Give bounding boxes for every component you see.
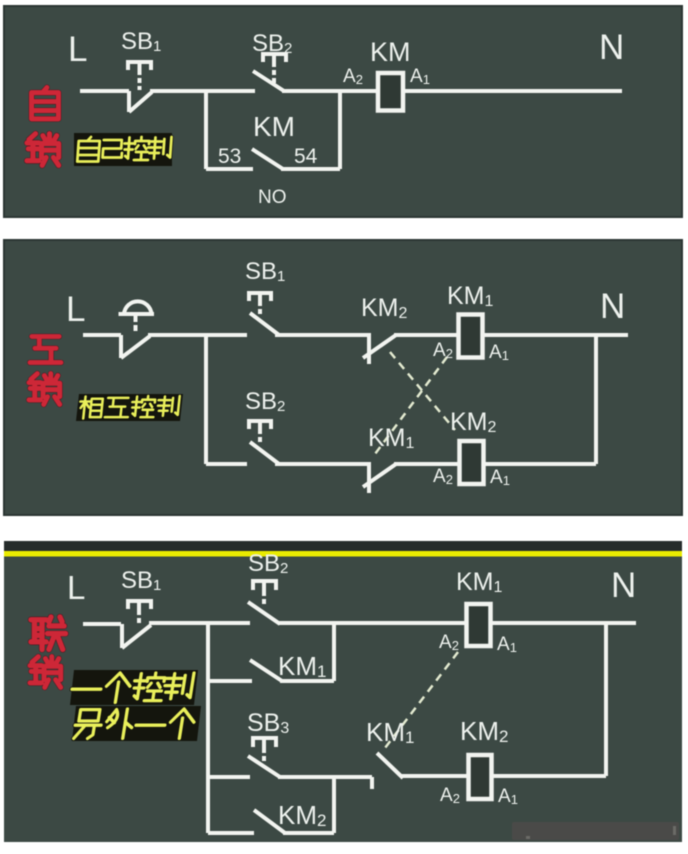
svg-text:A2: A2 [440,785,460,806]
svg-text:A1: A1 [489,342,509,363]
svg-text:KM1: KM1 [447,282,494,310]
svg-text:L: L [66,290,85,329]
svg-text:53: 53 [218,145,241,168]
svg-text:A2: A2 [343,66,363,87]
svg-text:A1: A1 [410,66,430,87]
svg-text:N: N [600,287,625,326]
svg-text:A1: A1 [497,634,517,655]
svg-text:A1: A1 [498,786,518,807]
svg-text:N: N [611,566,636,605]
svg-text:A2: A2 [433,340,453,361]
svg-text:KM2: KM2 [450,408,497,436]
svg-text:A2: A2 [439,632,459,653]
svg-text:L: L [67,569,85,606]
svg-text:A2: A2 [433,466,453,487]
svg-text:54: 54 [294,145,318,168]
svg-text:A1: A1 [490,467,510,488]
svg-text:KM: KM [370,37,411,67]
svg-text:KM: KM [253,111,295,142]
svg-text:NO: NO [258,187,287,208]
svg-text:N: N [599,28,624,67]
svg-text:L: L [68,30,87,69]
